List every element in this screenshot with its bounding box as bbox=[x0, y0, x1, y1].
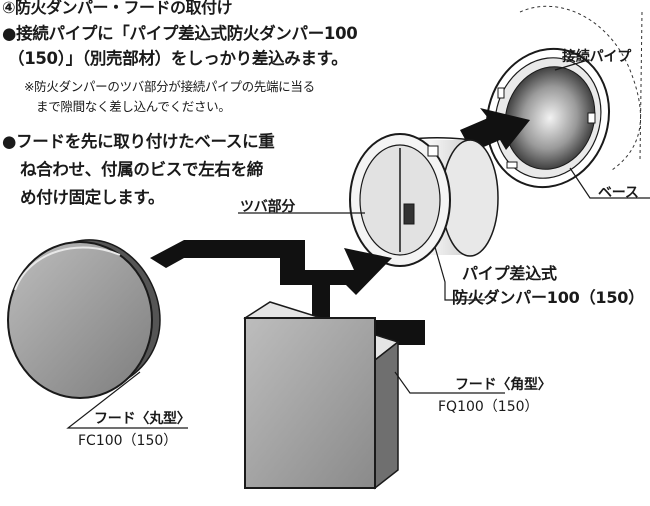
wall-pipe-outline bbox=[519, 5, 643, 171]
leader-lines bbox=[66, 59, 650, 429]
step-2-line-3: め付け固定します。 bbox=[20, 188, 165, 207]
note-line-1: ※防火ダンパーのツバ部分が接続パイプの先端に当る bbox=[24, 79, 315, 94]
label-square-hood: フード〈角型〉 bbox=[455, 377, 552, 393]
step-1-line-2: （150）」（別売部材）をしっかり差込みます。 bbox=[8, 49, 348, 68]
step-1-line-1: ●接続パイプに「パイプ差込式防火ダンパー100 bbox=[2, 24, 358, 43]
label-connection-pipe: 接続パイプ bbox=[562, 49, 631, 65]
note-line-2: まで隙間なく差し込んでください。 bbox=[36, 99, 231, 114]
step-2-line-1: ●フードを先に取り付けたベースに重 bbox=[2, 132, 275, 151]
label-square-hood-model: FQ100（150） bbox=[438, 399, 539, 415]
label-damper-line-2: 防火ダンパー100（150） bbox=[452, 288, 644, 307]
label-base: ベース bbox=[598, 185, 639, 201]
base-ring bbox=[485, 47, 611, 189]
label-round-hood: フード〈丸型〉 bbox=[94, 411, 191, 427]
fire-damper bbox=[349, 133, 499, 267]
arrow-to-damper bbox=[150, 240, 425, 345]
page-title: ④防火ダンパー・フードの取付け bbox=[2, 0, 233, 17]
label-flange: ツバ部分 bbox=[240, 199, 296, 215]
step-2-line-2: ね合わせ、付属のビスで左右を締 bbox=[20, 160, 264, 179]
square-hood bbox=[243, 301, 400, 490]
label-damper-line-1: パイプ差込式 bbox=[462, 264, 557, 283]
arrow-to-base bbox=[460, 108, 530, 152]
round-hood bbox=[7, 239, 161, 399]
label-round-hood-model: FC100（150） bbox=[78, 433, 178, 449]
